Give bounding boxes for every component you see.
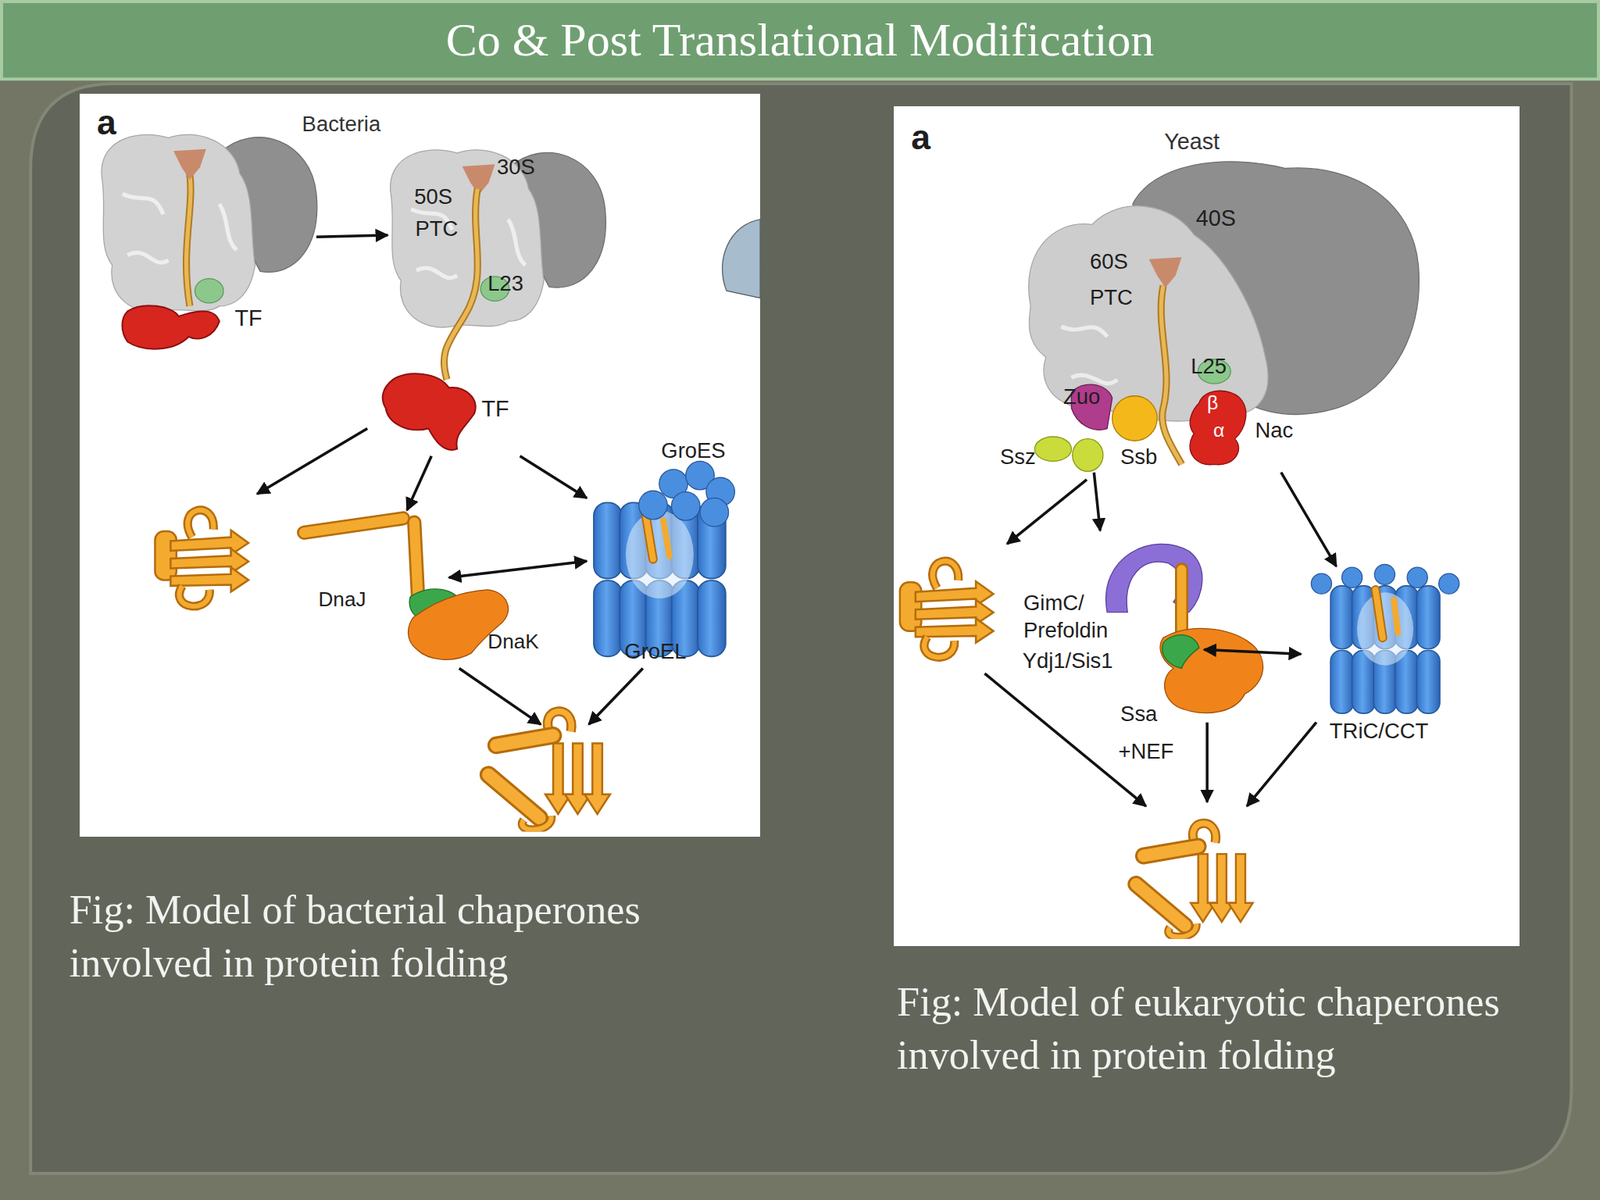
figure-caption: Fig: Model of eukaryotic chaperones invo… — [896, 975, 1571, 1083]
part-label: β — [1207, 393, 1218, 414]
nac-complex: βα Nac — [1192, 385, 1320, 473]
part-label: 30S — [496, 156, 536, 178]
panel-letter: a — [910, 120, 931, 155]
part-label: GroES — [660, 439, 725, 461]
part-label: L25 — [1190, 355, 1227, 377]
part-label: Ydj1/Sis1 — [1022, 650, 1114, 672]
part-label: GroEL — [624, 640, 686, 662]
part-label: TF — [234, 307, 262, 330]
part-label: Zuo — [1063, 385, 1100, 408]
part-label: Bacteria — [302, 113, 382, 135]
part-label: Yeast — [1164, 130, 1220, 154]
part-label: Ssa — [1120, 703, 1158, 725]
part-label: 50S — [414, 185, 453, 208]
part-label: GimC/ Prefoldin — [1023, 589, 1138, 644]
rac-ssb-complex: ZuoSsz Ssb — [994, 382, 1184, 473]
slide-title: Co & Post Translational Modification — [0, 0, 1600, 80]
prefoldin-hsp70: GimC/ PrefoldinYdj1/Sis1Ssa +NEF — [1020, 530, 1204, 761]
slide-body — [30, 83, 1572, 1174]
part-label: +NEF — [1117, 740, 1174, 762]
part-label: 60S — [1089, 250, 1129, 272]
part-label: L23 — [487, 272, 524, 294]
part-label: TF — [481, 397, 509, 421]
chaperonin: TRiC/CCT — [1300, 566, 1480, 750]
part-label: α — [1213, 421, 1225, 441]
panel-letter: a — [96, 105, 117, 140]
trigger-factor: TF — [379, 369, 523, 457]
part-label: DnaJ — [318, 589, 367, 610]
ribosome: TF — [96, 127, 317, 352]
part-label: DnaK — [487, 631, 539, 652]
part-label: Ssb — [1120, 446, 1158, 468]
part-label: TRiC/CCT — [1329, 720, 1429, 742]
figure-caption: Fig: Model of bacterial chaperones invol… — [69, 883, 743, 990]
part-label: PTC — [1089, 286, 1133, 308]
part-label: PTC — [415, 217, 459, 240]
ribosome: 40S 60S PTC L25 — [1025, 163, 1424, 408]
figure-panel: a Yeast 40S 60S PTC L25ZuoSsz Ssb βα NacGimC/ Pr… — [893, 106, 1520, 947]
part-label: Ssz — [1000, 446, 1036, 468]
part-label: Nac — [1255, 419, 1294, 441]
hsp70-system: DnaJDnaK — [296, 510, 450, 664]
part-label: 40S — [1196, 207, 1236, 230]
chaperonin: GroES GroEL — [586, 433, 756, 668]
figure-panel: aBacteriaTF30S50SPTCL23TFDnaJDnaKGroESGr… — [79, 93, 761, 837]
ribosome: 30S 50S PTC L23 — [387, 142, 628, 322]
